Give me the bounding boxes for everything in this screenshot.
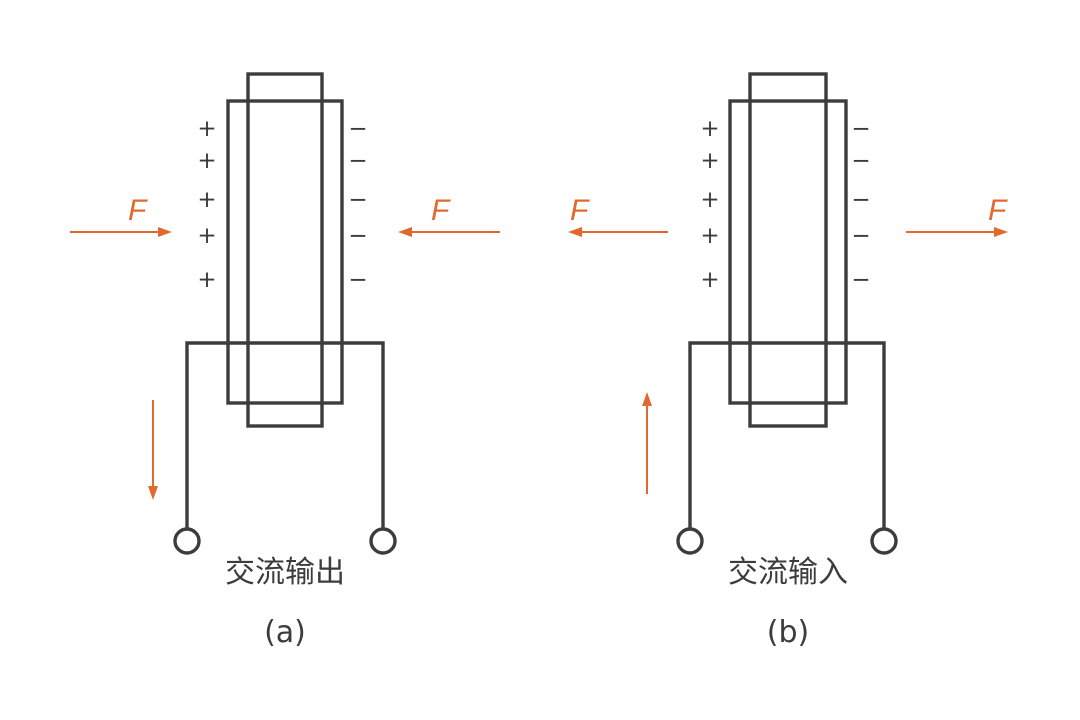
force-label-right-a: F (431, 194, 451, 227)
terminal-left-b (676, 527, 704, 555)
minus-sign: − (851, 223, 870, 249)
lead-wire-right-a (322, 341, 385, 528)
lead-wire-left-a (185, 341, 248, 528)
minus-sign: − (348, 267, 367, 293)
minus-sign: − (348, 187, 367, 213)
minus-signs-a: − − − − − (348, 116, 367, 293)
plus-sign: + (700, 148, 719, 174)
panel-a: + + + + + − − − − − F F 交流输出 (70, 72, 500, 650)
force-label-right-b: F (988, 194, 1008, 227)
plus-sign: + (700, 223, 719, 249)
force-arrow-right-b (906, 227, 1008, 237)
minus-sign: − (348, 223, 367, 249)
panel-b: + + + + + − − − − − F F 交流输入 ( (568, 72, 1008, 650)
minus-sign: − (851, 187, 870, 213)
minus-sign: − (348, 116, 367, 142)
current-arrow-up-b (642, 392, 652, 494)
force-arrow-left-a (70, 227, 172, 237)
inner-element-a (246, 72, 324, 428)
force-label-left-b: F (570, 194, 590, 227)
plus-signs-b: + + + + + (700, 116, 719, 293)
sublabel-b: (b) (767, 615, 809, 650)
terminal-left-a (173, 527, 201, 555)
caption-a: 交流输出 (225, 555, 345, 590)
plus-sign: + (197, 267, 216, 293)
plus-sign: + (700, 116, 719, 142)
sublabel-a: (a) (264, 615, 306, 650)
lead-wire-right-b (826, 341, 886, 528)
minus-sign: − (851, 267, 870, 293)
minus-sign: − (348, 148, 367, 174)
force-arrow-right-a (398, 227, 500, 237)
minus-signs-b: − − − − − (851, 116, 870, 293)
outer-housing-a (226, 99, 344, 405)
force-arrow-left-b (568, 227, 668, 237)
caption-b: 交流输入 (728, 555, 848, 590)
plus-signs-a: + + + + + (197, 116, 216, 293)
plus-sign: + (197, 187, 216, 213)
minus-sign: − (851, 148, 870, 174)
inner-element-b (748, 72, 828, 428)
minus-sign: − (851, 116, 870, 142)
terminal-right-b (870, 527, 898, 555)
plus-sign: + (700, 267, 719, 293)
current-arrow-down-a (148, 400, 158, 500)
plus-sign: + (700, 187, 719, 213)
terminal-right-a (369, 527, 397, 555)
plus-sign: + (197, 223, 216, 249)
plus-sign: + (197, 148, 216, 174)
lead-wire-left-b (688, 341, 750, 528)
outer-housing-b (728, 99, 848, 405)
force-label-left-a: F (128, 194, 148, 227)
plus-sign: + (197, 116, 216, 142)
